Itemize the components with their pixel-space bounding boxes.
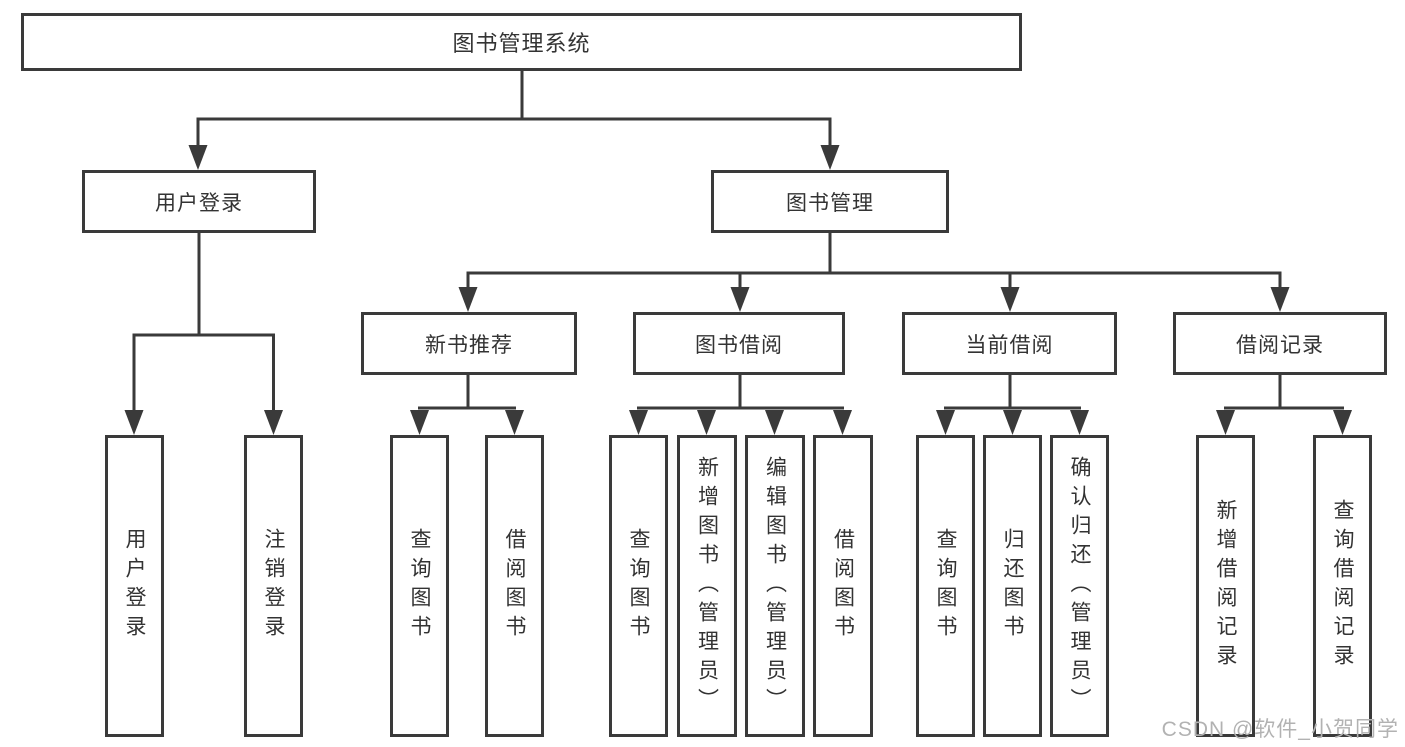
leaf-query-books-recommend: 查询图书 — [390, 435, 449, 737]
node-label: 借阅图书 — [503, 528, 526, 644]
arrowhead-icon — [629, 410, 648, 435]
node-label: 确认归还（管理员） — [1068, 455, 1091, 717]
node-label: 查询图书 — [934, 528, 957, 644]
node-label: 用户登录 — [155, 191, 243, 215]
arrowhead-icon — [505, 410, 524, 435]
node-label: 图书借阅 — [695, 333, 783, 357]
leaf-edit-books-admin: 编辑图书（管理员） — [745, 435, 805, 737]
node-library-management-system: 图书管理系统 — [21, 13, 1022, 71]
arrowhead-icon — [1000, 287, 1020, 312]
arrowhead-icon — [730, 287, 750, 312]
arrowhead-icon — [458, 287, 478, 312]
node-label: 新书推荐 — [425, 333, 513, 357]
arrowhead-icon — [765, 410, 784, 435]
node-label: 用户登录 — [123, 528, 146, 644]
leaf-borrow-books-recommend: 借阅图书 — [485, 435, 544, 737]
node-current-borrowing: 当前借阅 — [902, 312, 1117, 375]
node-label: 查询图书 — [408, 528, 431, 644]
leaf-logout: 注销登录 — [244, 435, 303, 737]
arrowhead-icon — [820, 145, 840, 170]
arrowhead-icon — [264, 410, 283, 435]
arrowhead-icon — [697, 410, 716, 435]
leaf-borrow-books: 借阅图书 — [813, 435, 873, 737]
node-book-borrowing: 图书借阅 — [633, 312, 845, 375]
arrowhead-icon — [1070, 410, 1089, 435]
csdn-watermark: CSDN @软件_小贺同学 — [1161, 718, 1399, 741]
node-label: 图书管理系统 — [452, 31, 591, 56]
node-label: 查询图书 — [627, 528, 650, 644]
leaf-add-books-admin: 新增图书（管理员） — [677, 435, 737, 737]
leaf-add-borrow-record: 新增借阅记录 — [1196, 435, 1255, 737]
node-label: 图书管理 — [786, 191, 874, 215]
leaf-query-books-borrow: 查询图书 — [609, 435, 668, 737]
node-book-management: 图书管理 — [711, 170, 949, 233]
node-label: 新增借阅记录 — [1214, 499, 1237, 673]
leaf-confirm-return-admin: 确认归还（管理员） — [1050, 435, 1109, 737]
node-label: 编辑图书（管理员） — [763, 455, 787, 717]
node-borrowing-records: 借阅记录 — [1173, 312, 1387, 375]
node-label: 借阅图书 — [831, 528, 855, 644]
arrowhead-icon — [936, 410, 955, 435]
node-label: 查询借阅记录 — [1331, 499, 1354, 673]
arrowhead-icon — [1003, 410, 1022, 435]
leaf-query-borrow-record: 查询借阅记录 — [1313, 435, 1372, 737]
node-label: 新增图书（管理员） — [695, 455, 719, 717]
arrowhead-icon — [188, 145, 208, 170]
arrowhead-icon — [833, 410, 852, 435]
arrowhead-icon — [1270, 287, 1290, 312]
node-label: 归还图书 — [1001, 528, 1024, 644]
node-label: 当前借阅 — [965, 333, 1054, 357]
node-label: 注销登录 — [262, 528, 285, 644]
arrowhead-icon — [124, 410, 144, 435]
node-label: 借阅记录 — [1236, 333, 1324, 357]
arrowhead-icon — [1216, 410, 1235, 435]
node-new-book-recommendation: 新书推荐 — [361, 312, 577, 375]
arrowhead-icon — [1333, 410, 1352, 435]
leaf-return-books: 归还图书 — [983, 435, 1042, 737]
leaf-query-books-current: 查询图书 — [916, 435, 975, 737]
arrowhead-icon — [410, 410, 429, 435]
leaf-user-login: 用户登录 — [105, 435, 164, 737]
node-user-login: 用户登录 — [82, 170, 316, 233]
